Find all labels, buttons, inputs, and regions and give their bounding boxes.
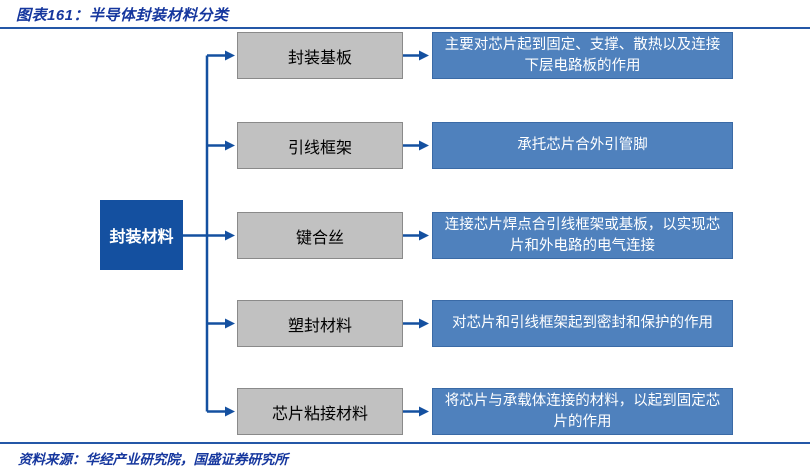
description-text: 连接芯片焊点合引线框架或基板，以实现芯片和外电路的电气连接 [444,216,721,254]
description-node-die-attach: 将芯片与承载体连接的材料，以起到固定芯片的作用 [432,388,733,435]
category-label: 引线框架 [287,139,352,157]
category-node-leadframe: 引线框架 [237,122,403,169]
category-label: 封装基板 [287,49,352,67]
category-node-die-attach: 芯片粘接材料 [237,388,403,435]
category-node-bonding-wire: 键合丝 [237,212,403,259]
description-text: 对芯片和引线框架起到密封和保护的作用 [452,315,713,332]
bottom-separator-rule [0,442,810,444]
description-text: 主要对芯片起到固定、支撑、散热以及连接下层电路板的作用 [444,36,721,74]
category-label: 芯片粘接材料 [271,405,368,423]
category-node-substrate: 封装基板 [237,32,403,79]
description-node-substrate: 主要对芯片起到固定、支撑、散热以及连接下层电路板的作用 [432,32,733,79]
category-node-molding-compound: 塑封材料 [237,300,403,347]
description-node-molding-compound: 对芯片和引线框架起到密封和保护的作用 [432,300,733,347]
category-label: 塑封材料 [287,317,352,335]
description-node-leadframe: 承托芯片合外引管脚 [432,122,733,169]
root-node-label: 封装材料 [109,229,174,246]
category-label: 键合丝 [295,229,344,247]
description-node-bonding-wire: 连接芯片焊点合引线框架或基板，以实现芯片和外电路的电气连接 [432,212,733,259]
source-note: 资料来源：华经产业研究院，国盛证券研究所 [18,452,288,467]
figure-title: 图表161：半导体封装材料分类 [16,7,229,24]
description-text: 承托芯片合外引管脚 [517,137,648,154]
root-node-packaging-materials: 封装材料 [100,200,183,270]
description-text: 将芯片与承载体连接的材料，以起到固定芯片的作用 [444,392,721,430]
top-separator-rule [0,27,810,29]
